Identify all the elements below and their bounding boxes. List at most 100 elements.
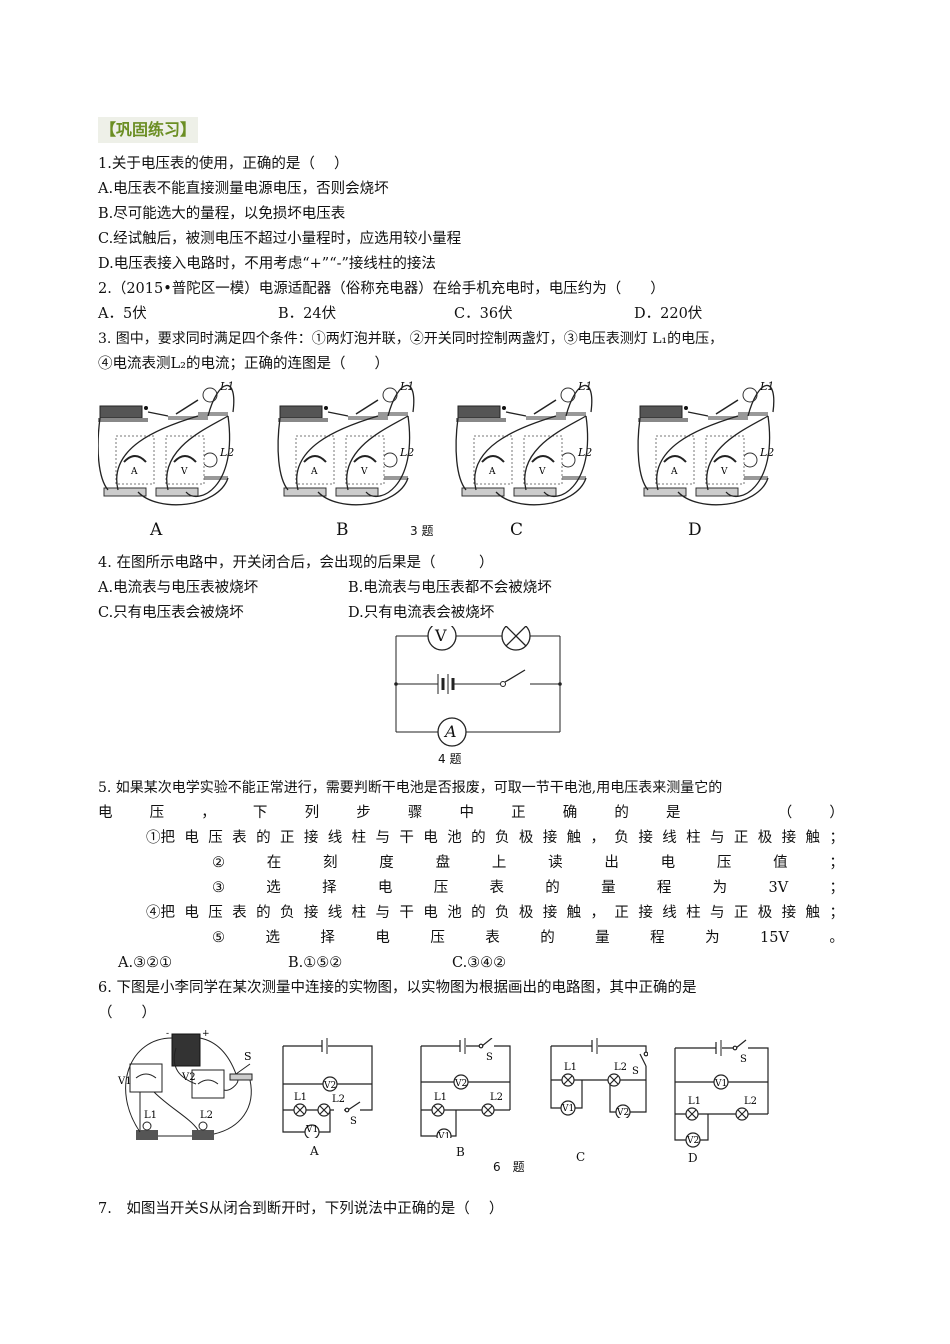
char: 线	[327, 905, 343, 921]
char: 与	[709, 830, 725, 846]
question-3-label-a: A	[150, 520, 163, 540]
char: 接	[303, 830, 319, 846]
question-6-circuit-d: V1 V2 L1 L2 S	[674, 1039, 769, 1148]
question-3-label-b: B	[336, 520, 349, 540]
svg-text:L1: L1	[294, 1092, 307, 1103]
char: 的	[256, 830, 271, 846]
char: 的	[256, 905, 271, 921]
char: 接	[781, 830, 797, 846]
svg-text:V1: V1	[117, 1076, 132, 1087]
question-6-caption: 6 题	[493, 1160, 525, 1174]
char: 触	[805, 905, 821, 921]
char: 下	[252, 805, 268, 821]
char: 触	[805, 830, 821, 846]
svg-text:V1: V1	[561, 1104, 574, 1114]
question-7-stem: 7. 如图当开关S从闭合到断开时，下列说法中正确的是（ ）	[98, 1201, 504, 1217]
question-6-label-c: C	[576, 1150, 586, 1164]
char: 负	[494, 830, 510, 846]
svg-text:L1: L1	[688, 1096, 701, 1107]
svg-text:V2: V2	[454, 1079, 467, 1089]
char: 线	[327, 830, 343, 846]
question-6-stem-line1: 6. 下图是小李同学在某次测量中连接的实物图，以实物图为根据画出的电路图，其中正…	[98, 980, 697, 996]
char: 柱	[351, 830, 367, 846]
question-6-label-a: A	[310, 1144, 319, 1158]
svg-text:V2: V2	[323, 1081, 336, 1091]
char: 的	[614, 805, 629, 821]
svg-text:V1: V1	[305, 1125, 318, 1135]
char: ）	[829, 805, 844, 821]
char: 线	[662, 830, 677, 846]
char: 确	[562, 805, 578, 821]
char: ⑤	[212, 930, 225, 946]
char: 电	[423, 830, 438, 846]
char: ③	[212, 880, 225, 896]
question-1-stem: 1.关于电压表的使用，正确的是（ ）	[98, 156, 349, 172]
char: 压	[433, 880, 449, 896]
char: 柱	[351, 905, 367, 921]
char: 表	[489, 880, 504, 896]
svg-text:L2: L2	[744, 1096, 757, 1107]
char: 柱	[686, 830, 701, 846]
char: 列	[304, 805, 320, 821]
char: 正	[614, 905, 629, 921]
char: 电	[660, 855, 676, 871]
question-5-option-a: A.③②①	[118, 955, 173, 971]
question-2-option-a: A．5伏	[98, 306, 147, 322]
char: 极	[518, 830, 534, 846]
question-5-step-4: ④把电压表的负接线柱与干电池的负极接触，正接线柱与正极接触；	[146, 903, 844, 923]
char: 极	[518, 905, 534, 921]
char: 正	[279, 830, 295, 846]
char: 表	[232, 830, 247, 846]
svg-text:L2: L2	[614, 1062, 627, 1073]
char: ，	[590, 905, 606, 921]
svg-text:S: S	[632, 1066, 639, 1077]
svg-text:+: +	[202, 1029, 210, 1039]
svg-text:L2: L2	[200, 1110, 213, 1121]
char: 极	[757, 905, 773, 921]
svg-text:L1: L1	[144, 1110, 157, 1121]
char: 池	[447, 830, 462, 846]
char: 择	[322, 880, 337, 896]
char: 。	[829, 930, 844, 946]
char: 与	[709, 905, 725, 921]
question-5-stem-line1: 5. 如果某次电学实验不能正常进行，需要判断干电池是否报废，可取一节干电池,用电…	[98, 780, 723, 796]
svg-text:-: -	[166, 1029, 169, 1039]
char: 值	[773, 855, 788, 871]
question-4-voltmeter-label: V	[435, 626, 447, 645]
char: （	[777, 805, 793, 821]
char: 压	[716, 855, 732, 871]
char: ，	[201, 805, 216, 821]
question-1-option-c: C.经试触后，被测电压不超过小量程时，应选用较小量程	[98, 231, 462, 247]
question-1-option-b: B.尽可能选大的量程，以免损坏电压表	[98, 206, 346, 222]
lamp-symbol	[501, 626, 531, 651]
char: 压	[149, 805, 165, 821]
svg-text:S: S	[486, 1052, 493, 1063]
char: ①把	[146, 830, 175, 846]
char: 上	[491, 855, 507, 871]
question-4-circuit-diagram	[394, 626, 562, 747]
char: 表	[485, 930, 500, 946]
question-4-option-a: A.电流表与电压表被烧坏	[98, 580, 259, 596]
char: 为	[712, 880, 728, 896]
svg-text:L1: L1	[564, 1062, 577, 1073]
question-4-stem: 4. 在图所示电路中，开关闭合后，会出现的后果是（ ）	[98, 555, 494, 571]
char: 量	[595, 930, 610, 946]
char: 3V	[768, 880, 789, 896]
question-4-caption: 4 题	[438, 752, 462, 766]
char: ；	[829, 830, 844, 846]
char: 接	[638, 830, 653, 846]
char: 正	[733, 905, 749, 921]
char: 电	[184, 830, 199, 846]
question-5-stem-line2: 电 压 ， 下 列 步 骤 中 正 确 的 是 （ ）	[98, 803, 844, 823]
char: 压	[430, 930, 445, 946]
question-5-option-b: B.①⑤②	[288, 955, 343, 971]
question-4-option-b: B.电流表与电压表都不会被烧坏	[348, 580, 552, 596]
char: 读	[548, 855, 563, 871]
question-4-option-d: D.只有电流表会被烧坏	[348, 605, 495, 621]
char: 电	[184, 905, 199, 921]
question-3-label-d: D	[688, 520, 702, 540]
char: 程	[650, 930, 665, 946]
char: ；	[829, 905, 844, 921]
